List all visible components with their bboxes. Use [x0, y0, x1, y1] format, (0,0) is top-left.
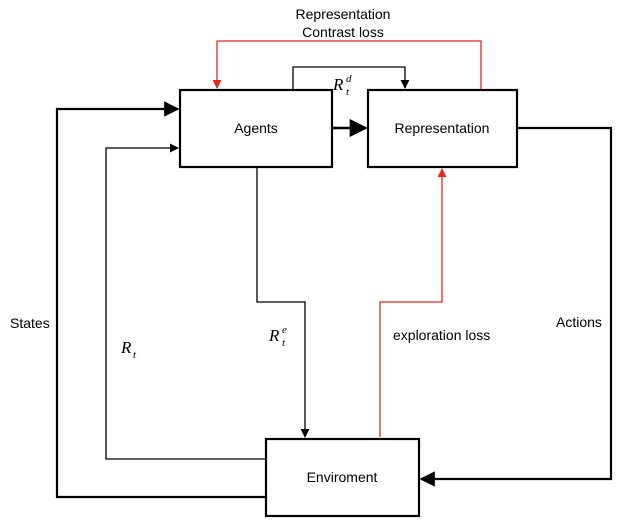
agents-node: Agents	[178, 88, 334, 169]
reward-sub: t	[133, 349, 137, 361]
exploration-loss-edge	[379, 168, 447, 437]
contrast-loss-label-line2: Contrast loss	[302, 24, 384, 40]
agents-label: Agents	[234, 120, 278, 136]
intrinsic-e-label: R e t	[268, 324, 287, 349]
intrinsic-d-base: R	[332, 75, 344, 94]
states-label: States	[10, 315, 50, 331]
actions-edge	[419, 126, 613, 487]
representation-node: Representation	[366, 88, 519, 169]
intrinsic-d-label: R d t	[332, 73, 352, 98]
intrinsic-d-edge	[292, 66, 410, 90]
representation-label: Representation	[395, 120, 490, 136]
exploration-loss-label: exploration loss	[393, 327, 490, 343]
reward-label: R t	[120, 338, 137, 361]
intrinsic-e-sub: t	[282, 337, 286, 349]
intrinsic-e-base: R	[268, 326, 280, 345]
intrinsic-e-sup: e	[282, 324, 287, 336]
contrast-loss-edge	[212, 40, 482, 90]
contrast-loss-label-line1: Representation	[296, 6, 391, 22]
intrinsic-d-sub: t	[346, 86, 350, 98]
intrinsic-e-edge	[256, 167, 310, 438]
environment-node: Enviroment	[264, 437, 421, 518]
intrinsic-d-sup: d	[346, 73, 352, 85]
reward-edge	[105, 143, 266, 460]
actions-label: Actions	[556, 314, 602, 330]
reward-base: R	[120, 338, 132, 357]
environment-label: Enviroment	[307, 469, 378, 485]
states-edge	[55, 101, 266, 499]
